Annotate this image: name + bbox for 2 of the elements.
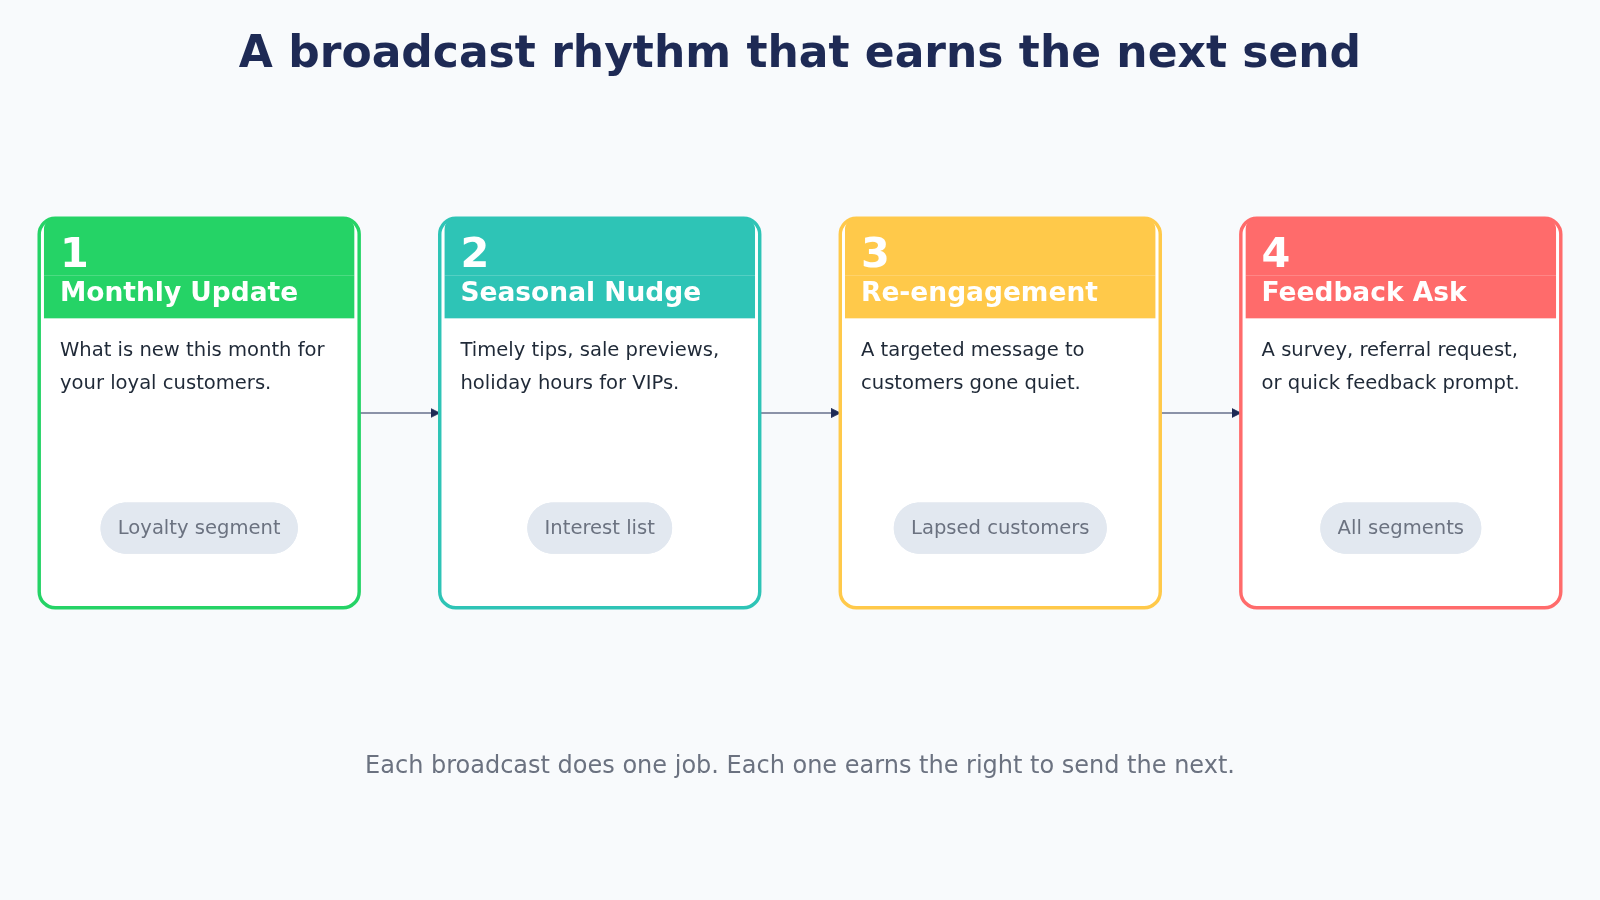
caption: Each broadcast does one job. Each one earns the right to send the next.: [365, 751, 1235, 779]
diagram-title: A broadcast rhythm that earns the next send: [238, 26, 1362, 77]
